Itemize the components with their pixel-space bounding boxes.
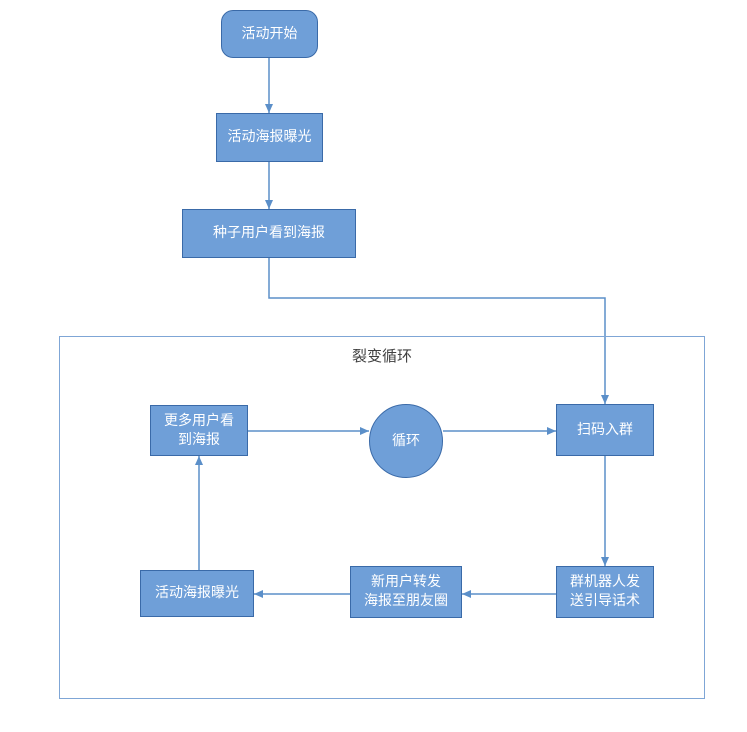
- node-loop: 循环: [369, 404, 443, 478]
- node-more-users: 更多用户看 到海报: [150, 405, 248, 456]
- node-new-users-share: 新用户转发 海报至朋友圈: [350, 566, 462, 618]
- edge-seed-to-scan: [268, 258, 609, 404]
- node-seed-users: 种子用户看到海报: [182, 209, 356, 258]
- frame-title: 裂变循环: [351, 347, 412, 365]
- node-bot-message: 群机器人发 送引导话术: [556, 566, 654, 618]
- node-scan-join: 扫码入群: [556, 404, 654, 456]
- node-exposure-top: 活动海报曝光: [216, 113, 323, 162]
- fission-loop-frame: 裂变循环: [59, 336, 705, 699]
- node-exposure-bottom: 活动海报曝光: [140, 570, 254, 617]
- node-start: 活动开始: [221, 10, 318, 58]
